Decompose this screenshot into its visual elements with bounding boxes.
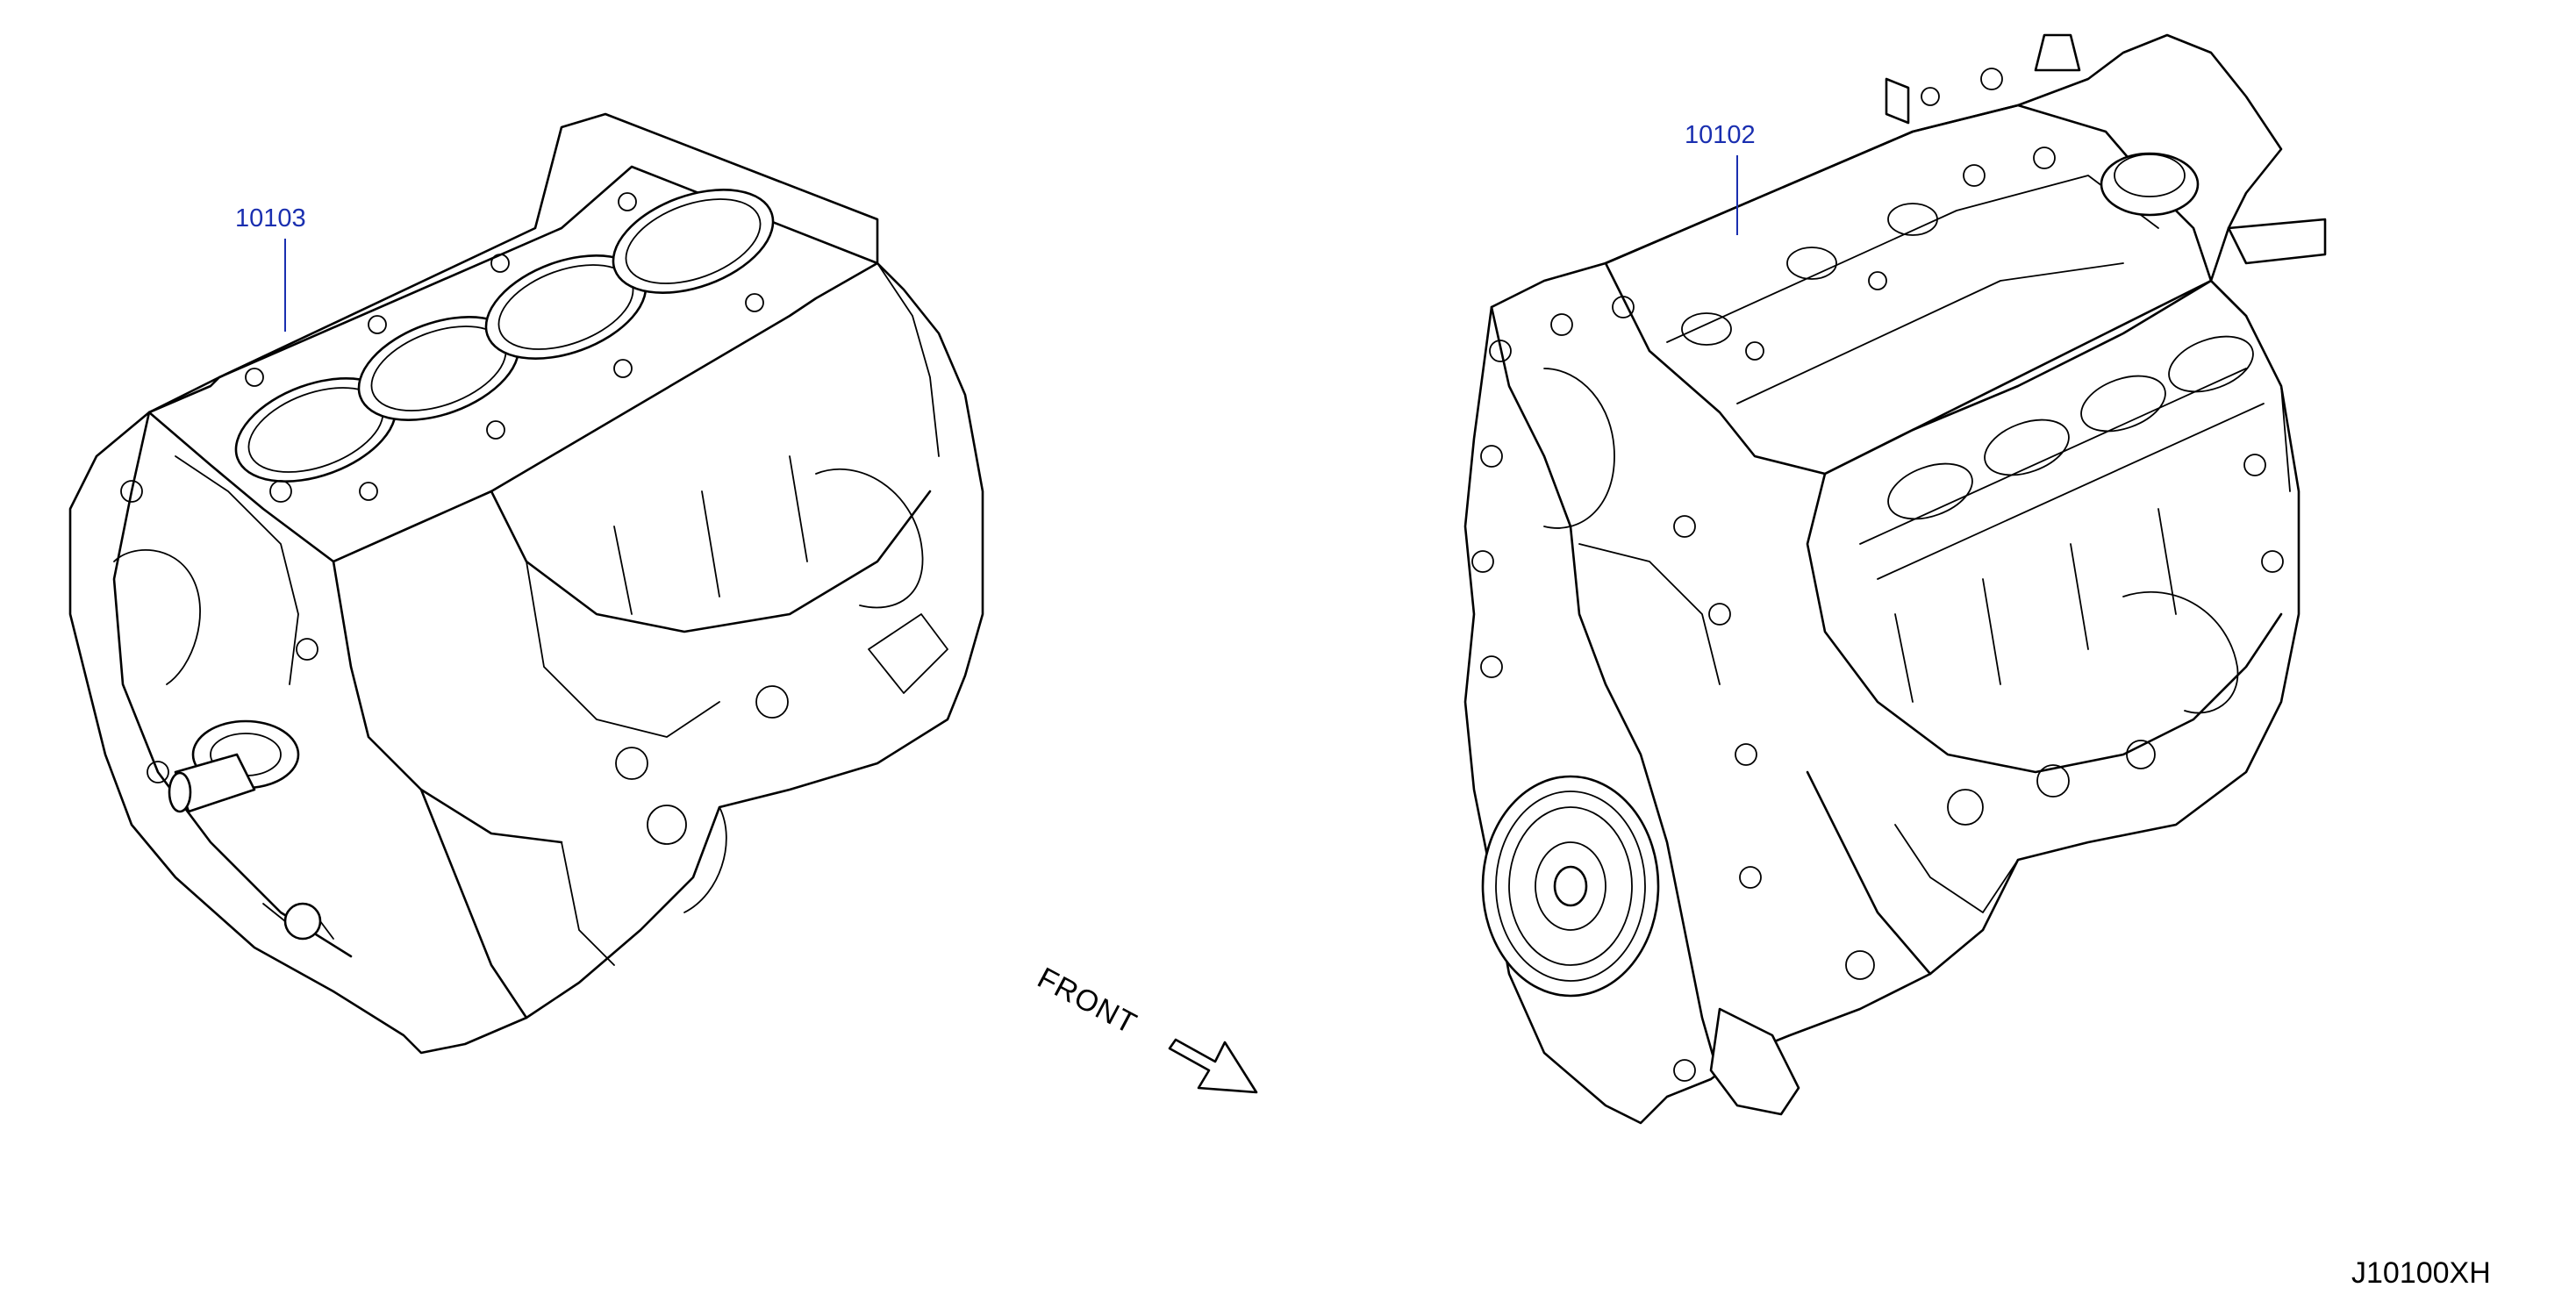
part-number-label[interactable]: 10103 <box>235 204 306 232</box>
diagram-code: J10100XH <box>2351 1256 2491 1290</box>
engine-assembly-illustration[interactable] <box>1463 33 2327 1125</box>
front-direction-indicator: FRONT <box>1032 962 1258 1094</box>
short-block-illustration[interactable] <box>68 112 984 1055</box>
callout-10103[interactable]: 10103 <box>235 204 306 332</box>
front-label: FRONT <box>1032 962 1142 1041</box>
part-number-label[interactable]: 10102 <box>1685 121 1756 149</box>
front-arrow-icon <box>1168 1038 1258 1094</box>
callout-10102[interactable]: 10102 <box>1685 121 1756 235</box>
